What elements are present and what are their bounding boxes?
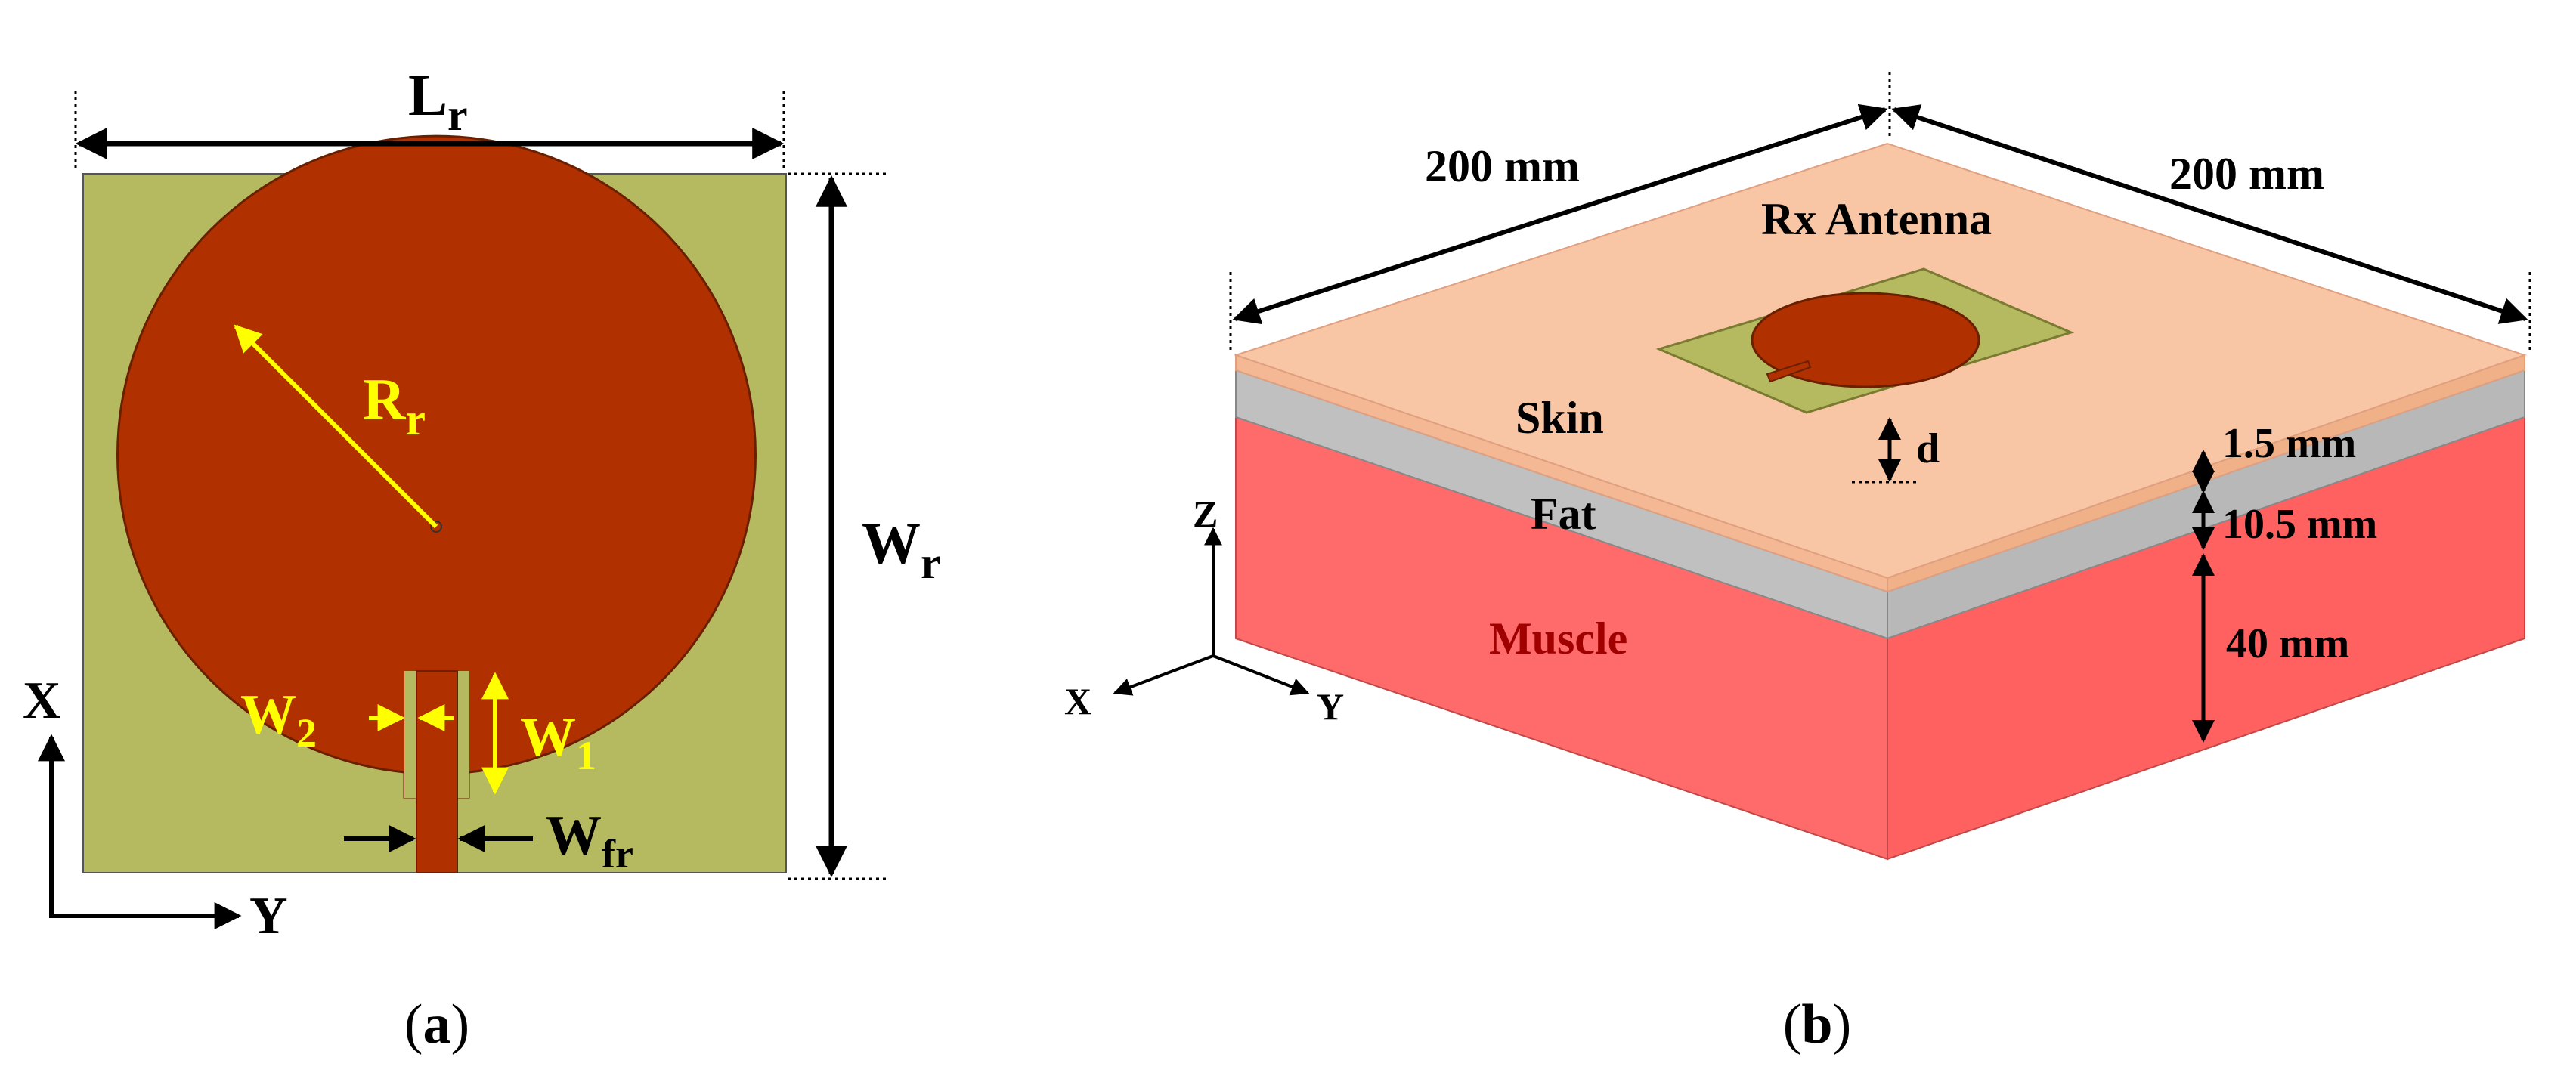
caption-b: (b) xyxy=(1783,994,1851,1056)
panel-b: 200 mm 200 mm Rx Antenna Skin Fat Muscle… xyxy=(1064,72,2531,1056)
w1-label: W1 xyxy=(520,706,596,778)
panel-a: Lr Wr Rr W2 W1 Wfr X Y (a) xyxy=(23,62,941,1056)
rx-antenna-label: Rx Antenna xyxy=(1761,194,1992,244)
muscle-label: Muscle xyxy=(1489,614,1627,663)
axis-x-arrow-b xyxy=(1113,654,1214,696)
dim-label-right: 200 mm xyxy=(2169,149,2324,199)
axis-z-label-b: Z xyxy=(1193,493,1218,535)
fat-label: Fat xyxy=(1531,489,1596,539)
muscle-thickness-label: 40 mm xyxy=(2226,620,2349,667)
feed-slot-right xyxy=(457,671,469,798)
axis-y-arrow-b xyxy=(1212,654,1310,696)
axis-y-label-a: Y xyxy=(249,887,288,945)
feed-slot-left xyxy=(404,671,416,798)
feed-line xyxy=(416,670,458,873)
axis-x-label-a: X xyxy=(23,672,61,730)
dim-arrow-right xyxy=(1891,104,2528,324)
axis-x-label-b: X xyxy=(1064,680,1091,722)
axis-y-label-b: Y xyxy=(1317,685,1344,728)
lr-label: Lr xyxy=(408,62,468,140)
wfr-label: Wfr xyxy=(546,805,633,876)
w2-label: W2 xyxy=(240,684,317,756)
d-label: d xyxy=(1916,425,1940,472)
patch-center xyxy=(430,521,442,533)
skin-thickness-label: 1.5 mm xyxy=(2222,420,2356,467)
caption-a: (a) xyxy=(404,994,469,1056)
rr-radius-arrow xyxy=(234,324,438,529)
skin-label: Skin xyxy=(1516,393,1604,443)
dim-label-left: 200 mm xyxy=(1425,141,1580,191)
rx-antenna-feed xyxy=(1766,360,1812,383)
fat-thickness-label: 10.5 mm xyxy=(2222,501,2377,548)
wr-label: Wr xyxy=(862,510,941,588)
rr-label: Rr xyxy=(363,366,426,444)
dim-arrow-left xyxy=(1232,104,1888,325)
